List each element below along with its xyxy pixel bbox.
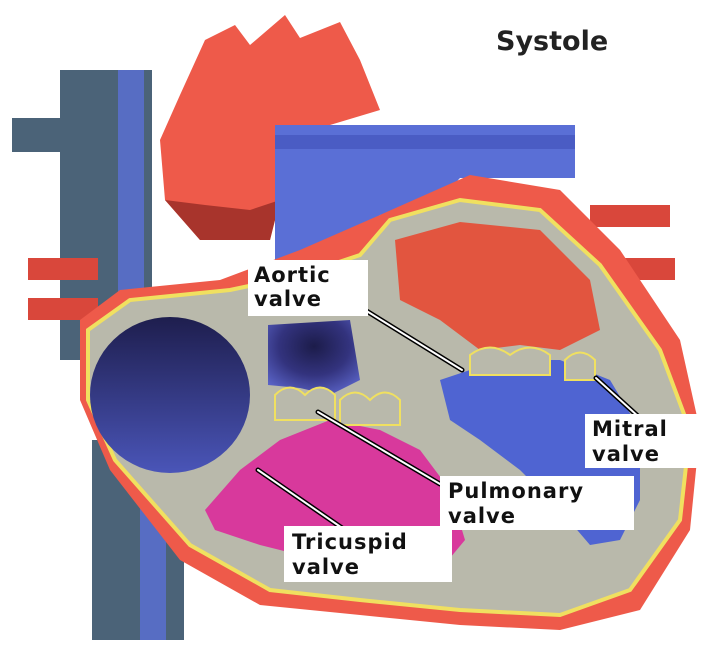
mitral-label-line1: Mitral — [592, 417, 668, 441]
aortic-label-line1: Aortic — [254, 263, 331, 287]
diagram-title: Systole — [496, 26, 608, 57]
tricuspid-label: Tricuspid valve — [284, 526, 452, 582]
right-atrium — [90, 317, 250, 473]
pulmonary-label-line2: valve — [448, 504, 516, 528]
left-atrium — [268, 320, 360, 395]
aortic-label-line2: valve — [254, 287, 322, 311]
pulmonary-label-line1: Pulmonary — [448, 479, 584, 503]
mitral-label-line2: valve — [592, 442, 660, 466]
tricuspid-label-line2: valve — [292, 555, 360, 579]
aortic-label: Aortic valve — [248, 260, 368, 316]
mitral-label: Mitral valve — [585, 414, 723, 468]
pulmonary-label: Pulmonary valve — [440, 476, 634, 530]
tricuspid-label-line1: Tricuspid — [292, 530, 408, 554]
